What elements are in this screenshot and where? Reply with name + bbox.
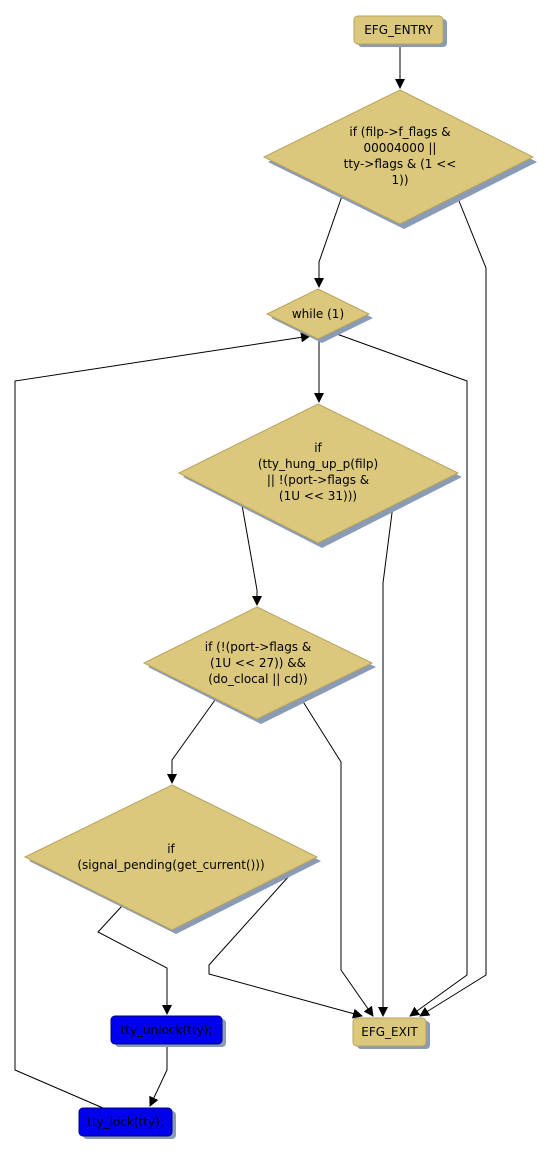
node-efg-exit[interactable]: EFG_EXIT [352,1017,430,1049]
node-cond-signal-line-2: (signal_pending(get_current())) [77,858,264,872]
node-stmt-lock[interactable]: tty_lock(tty); [78,1107,176,1139]
edge-while-to-exit [333,332,468,1017]
edge-cond-signal-to-unlock [97,905,172,1015]
edge-unlock-to-lock [149,1043,168,1107]
node-cond-hung-line-2: (tty_hung_up_p(filp) [258,457,378,471]
node-cond-clocal-line-3: (do_clocal || cd)) [208,672,308,686]
node-cond-clocal-line-1: if (!(port->flags & [205,640,311,654]
edge-cond-hung-to-exit [378,504,394,1017]
node-cond-flags[interactable]: if (filp->f_flags & 00004000 || tty->fla… [262,89,537,229]
node-cond-signal-line-1: if [167,842,175,856]
edge-lock-to-while [14,332,311,1109]
node-while-loop-label: while (1) [292,307,344,321]
edge-cond-signal-to-exit [208,865,363,1019]
node-stmt-unlock-label: tty_unlock(tty); [121,1023,213,1037]
node-cond-clocal[interactable]: if (!(port->flags & (1U << 27)) && (do_c… [142,606,376,724]
node-cond-clocal-line-2: (1U << 27)) && [210,656,306,670]
node-efg-exit-label: EFG_EXIT [361,1025,418,1039]
node-efg-entry-label: EFG_ENTRY [364,23,433,37]
edge-cond-clocal-to-exit [301,699,374,1017]
node-while-loop[interactable]: while (1) [265,288,373,343]
edges [14,45,487,1109]
node-cond-signal[interactable]: if (signal_pending(get_current())) [23,784,321,934]
node-cond-flags-line-2: 00004000 || [364,141,437,155]
edge-cond-hung-to-cond-clocal [241,504,262,606]
node-cond-flags-line-4: 1)) [392,173,409,187]
edge-cond-flags-to-while [314,195,343,288]
node-cond-flags-line-1: if (filp->f_flags & [349,125,450,139]
edge-cond-clocal-to-cond-signal [167,699,216,784]
node-cond-hung-line-1: if [314,441,322,455]
node-efg-entry[interactable]: EFG_ENTRY [353,15,447,47]
node-cond-flags-line-3: tty->flags & (1 << [344,157,457,171]
edge-cond-flags-to-exit [419,195,487,1017]
node-stmt-lock-label: tty_lock(tty); [87,1115,164,1129]
node-cond-hung-line-4: (1U << 31))) [279,489,357,503]
node-stmt-unlock[interactable]: tty_unlock(tty); [110,1015,226,1047]
node-cond-hung[interactable]: if (tty_hung_up_p(filp) || !(port->flags… [177,403,462,548]
node-cond-hung-line-3: || !(port->flags & [267,473,369,487]
